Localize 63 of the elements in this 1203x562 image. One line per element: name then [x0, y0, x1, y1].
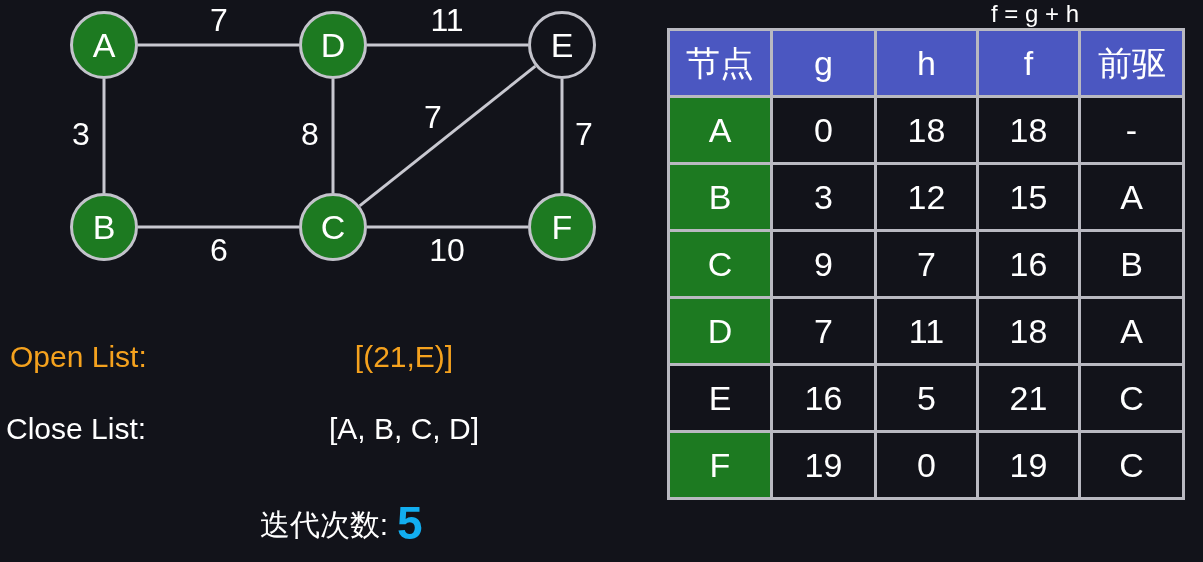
- iteration-label: 迭代次数:: [259, 510, 388, 540]
- table-cell: 18: [875, 96, 978, 164]
- node-cell: B: [668, 163, 772, 231]
- close-list-label: Close List:: [6, 414, 147, 444]
- open-list-label: Open List:: [10, 342, 147, 372]
- table-cell: 18: [977, 96, 1080, 164]
- node-cell: D: [668, 297, 772, 365]
- edge-weight: 8: [301, 118, 319, 150]
- node-cell: F: [668, 431, 772, 499]
- table-cell: A: [1079, 163, 1184, 231]
- table-cell: 12: [875, 163, 978, 231]
- table-cell: A: [1079, 297, 1184, 365]
- table-cell: 16: [771, 364, 876, 432]
- table-cell: 18: [977, 297, 1080, 365]
- graph-node: D: [299, 11, 367, 79]
- edge-weight: 10: [429, 234, 465, 266]
- header-cell: 节点: [668, 29, 772, 97]
- table-cell: 9: [771, 230, 876, 298]
- edge-line: [560, 79, 564, 193]
- table-cell: 7: [875, 230, 978, 298]
- graph-node: B: [70, 193, 138, 261]
- table-cell: 11: [875, 297, 978, 365]
- edge-weight: 3: [72, 118, 90, 150]
- table-cell: 7: [771, 297, 876, 365]
- edge-line: [367, 225, 528, 229]
- iteration-count: 5: [397, 500, 423, 546]
- table-cell: 21: [977, 364, 1080, 432]
- close-list-value: [A, B, C, D]: [329, 414, 479, 444]
- open-list-value: [(21,E)]: [354, 342, 454, 372]
- table-cell: 19: [771, 431, 876, 499]
- table-cell: 5: [875, 364, 978, 432]
- node-cell: A: [668, 96, 772, 164]
- table-cell: 15: [977, 163, 1080, 231]
- formula-text: f = g + h: [990, 2, 1080, 26]
- header-cell: f: [977, 29, 1080, 97]
- edge-line: [102, 79, 106, 193]
- graph-node: F: [528, 193, 596, 261]
- edge-line: [367, 43, 528, 47]
- table-cell: C: [1079, 431, 1184, 499]
- graph-node: E: [528, 11, 596, 79]
- table-cell: C: [1079, 364, 1184, 432]
- edge-weight: 7: [575, 118, 593, 150]
- table-cell: 16: [977, 230, 1080, 298]
- table-cell: -: [1079, 96, 1184, 164]
- edge-weight: 11: [430, 4, 464, 36]
- graph-node: A: [70, 11, 138, 79]
- table-cell: 0: [771, 96, 876, 164]
- edge-line: [331, 79, 335, 193]
- header-cell: h: [875, 29, 978, 97]
- table-cell: B: [1079, 230, 1184, 298]
- edge-line: [358, 64, 537, 208]
- edge-line: [138, 225, 299, 229]
- table-cell: 0: [875, 431, 978, 499]
- edge-weight: 7: [210, 4, 228, 36]
- graph-node: C: [299, 193, 367, 261]
- edge-line: [138, 43, 299, 47]
- edge-weight: 6: [210, 234, 228, 266]
- table-cell: 19: [977, 431, 1080, 499]
- table-cell: 3: [771, 163, 876, 231]
- header-cell: g: [771, 29, 876, 97]
- node-cell: C: [668, 230, 772, 298]
- edge-weight: 7: [424, 101, 442, 133]
- header-cell: 前驱: [1079, 29, 1184, 97]
